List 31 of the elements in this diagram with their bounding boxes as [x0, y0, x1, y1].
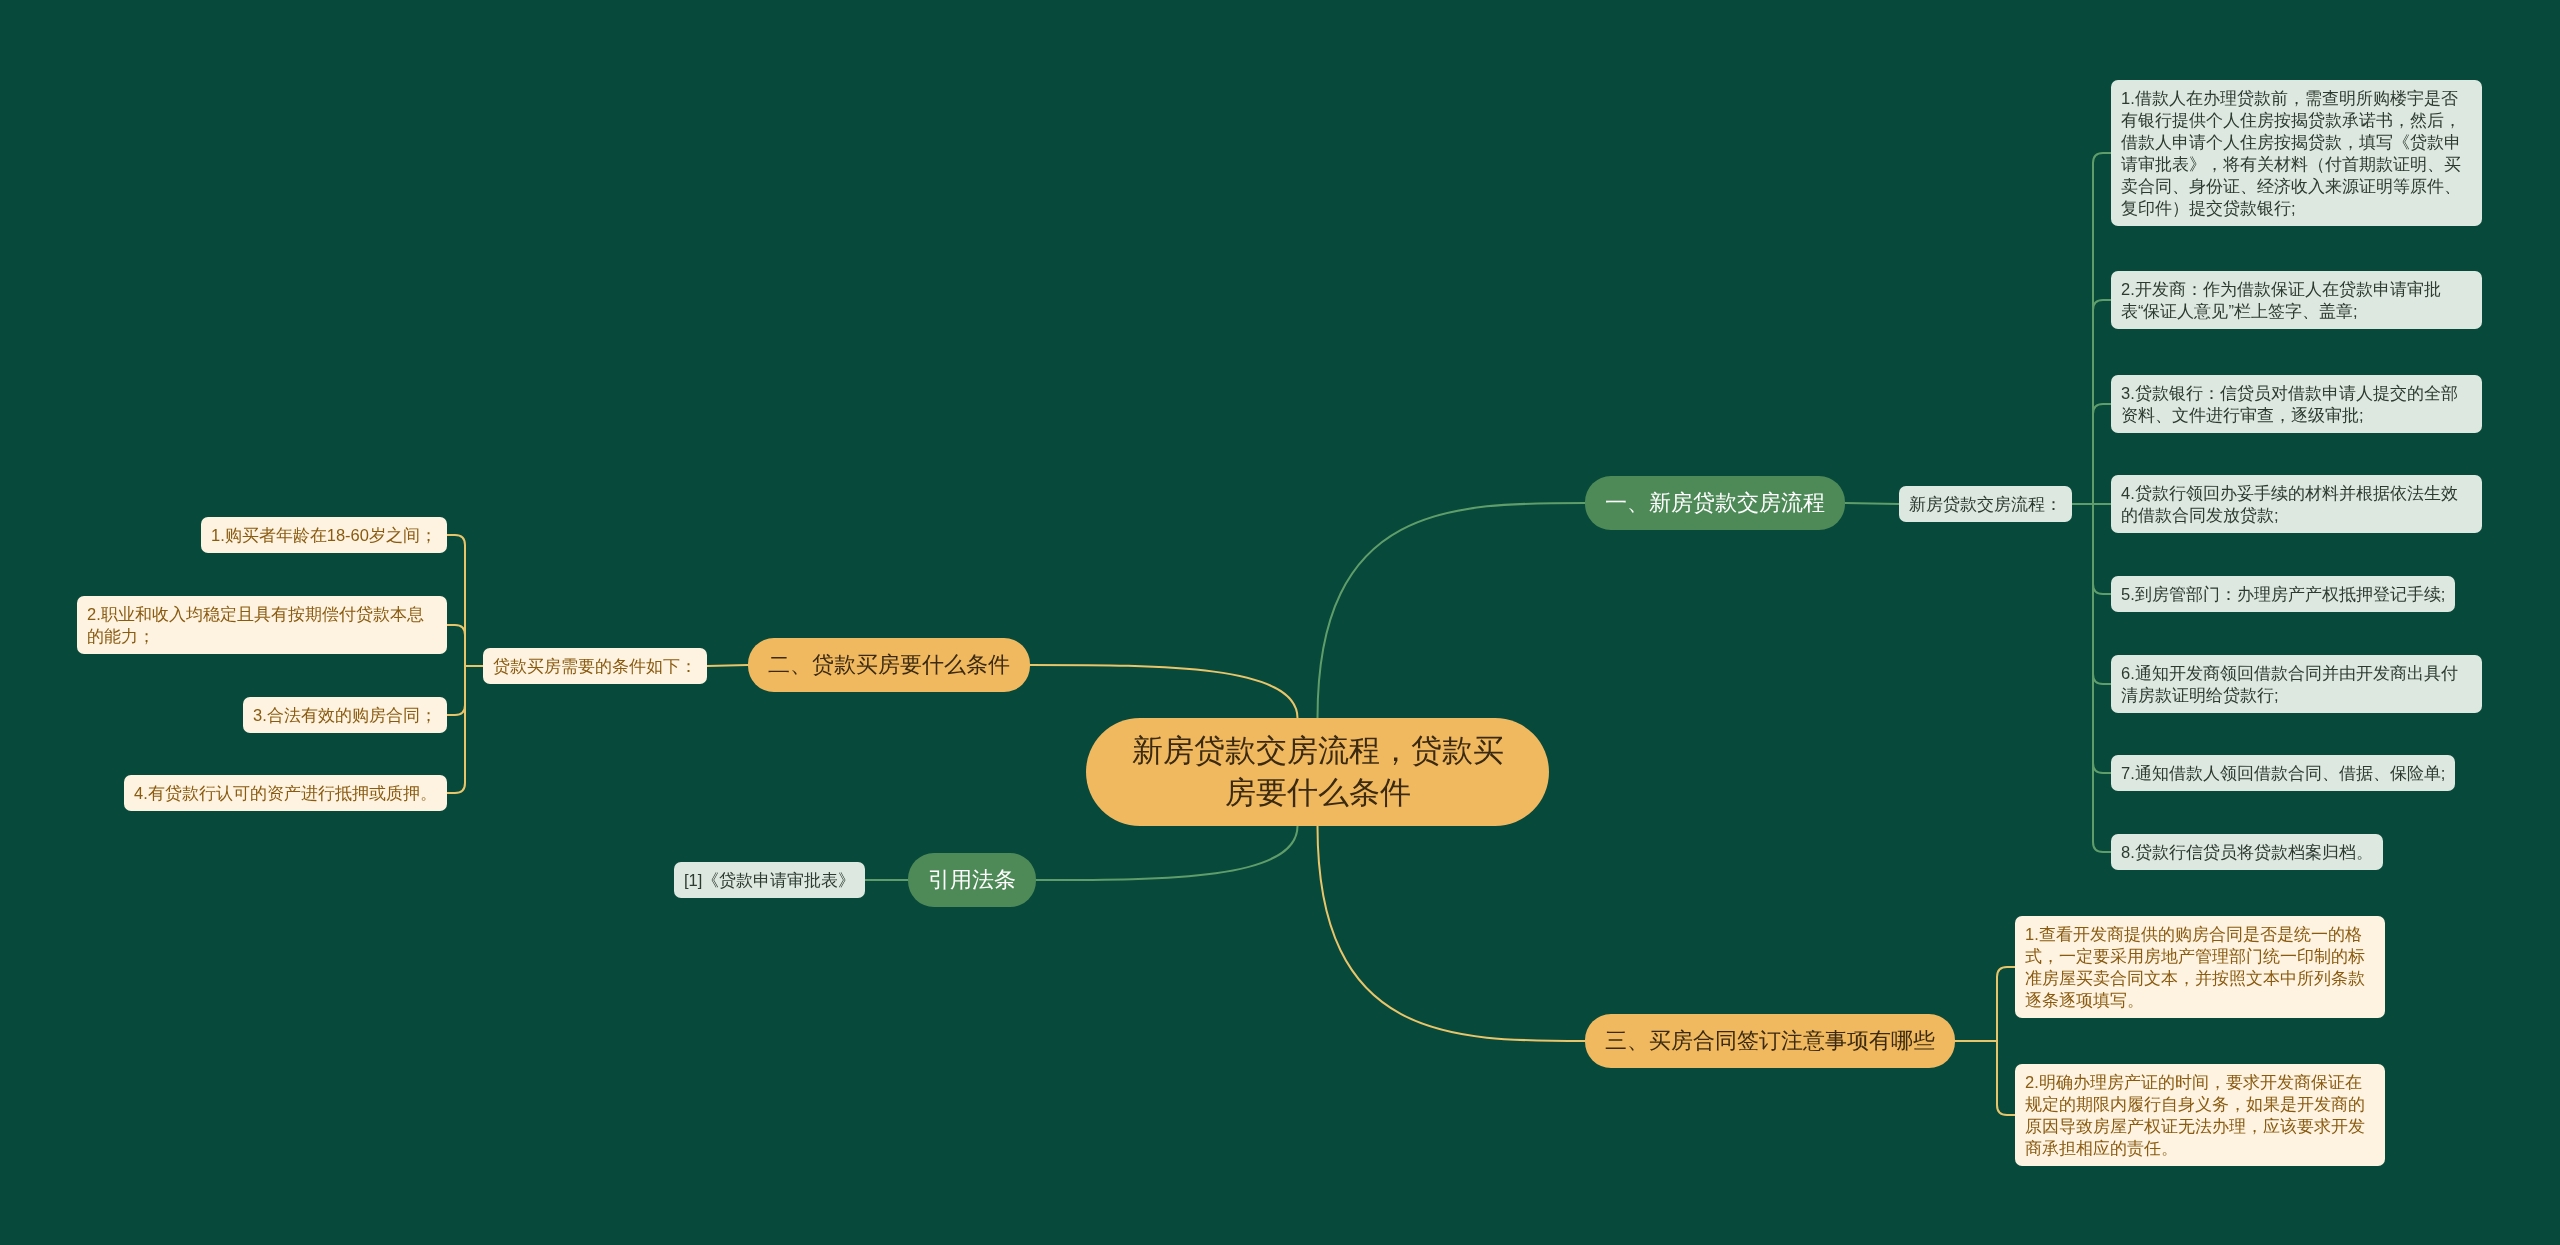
- connector: [1029, 664, 1299, 719]
- note-card: 2.职业和收入均稳定且具有按期偿付贷款本息的能力；: [77, 596, 447, 654]
- note-card: 3.贷款银行：信贷员对借款申请人提交的全部资料、文件进行审查，逐级审批;: [2111, 375, 2482, 433]
- note-card: 1.购买者年龄在18-60岁之间；: [201, 517, 447, 553]
- note-card: 1.查看开发商提供的购房合同是否是统一的格式，一定要采用房地产管理部门统一印制的标准房屋买卖合同文本，并按照文本中所列条款逐条逐项填写。: [2015, 916, 2385, 1018]
- connector: [1035, 825, 1299, 881]
- note-card: 新房贷款交房流程：: [1899, 486, 2072, 522]
- connector: [1954, 1040, 2016, 1116]
- connector: [446, 665, 484, 794]
- note-card: 4.贷款行领回办妥手续的材料并根据依法生效的借款合同发放贷款;: [2111, 475, 2482, 533]
- connector: [706, 664, 749, 667]
- connector: [1316, 502, 1586, 719]
- note-card: 6.通知开发商领回借款合同并由开发商出具付清房款证明给贷款行;: [2111, 655, 2482, 713]
- branch-topic: 三、买房合同签订注意事项有哪些: [1585, 1014, 1955, 1068]
- connector: [864, 879, 909, 881]
- branch-topic: 二、贷款买房要什么条件: [748, 638, 1030, 692]
- note-card: 2.明确办理房产证的时间，要求开发商保证在规定的期限内履行自身义务，如果是开发商的原因导致房屋产权证无法办理，应该要求开发商承担相应的责任。: [2015, 1064, 2385, 1166]
- note-card: [1]《贷款申请审批表》: [674, 862, 866, 898]
- note-card: 5.到房管部门：办理房产产权抵押登记手续;: [2111, 576, 2456, 612]
- branch-topic: 一、新房贷款交房流程: [1585, 476, 1845, 530]
- branch-topic: 引用法条: [908, 853, 1036, 907]
- note-card: 3.合法有效的购房合同；: [243, 697, 447, 733]
- note-card: 贷款买房需要的条件如下：: [483, 648, 707, 684]
- note-card: 2.开发商：作为借款保证人在贷款申请审批表“保证人意见”栏上签字、盖章;: [2111, 271, 2482, 329]
- central-topic: 新房贷款交房流程，贷款买房要什么条件: [1086, 718, 1549, 826]
- note-card: 1.借款人在办理贷款前，需查明所购楼宇是否有银行提供个人住房按揭贷款承诺书，然后，借款人申请个人住房按揭贷款，填写《贷款申请审批表》，将有关材料（付首期款证明、买卖合同、身份证、经济收入来源证明等原件、复印件）提交贷款银行;: [2111, 80, 2482, 226]
- note-card: 8.贷款行信贷员将贷款档案归档。: [2111, 834, 2383, 870]
- note-card: 4.有贷款行认可的资产进行抵押或质押。: [124, 775, 447, 811]
- connector: [1316, 825, 1586, 1042]
- note-card: 7.通知借款人领回借款合同、借据、保险单;: [2111, 755, 2456, 791]
- connector: [1844, 502, 1900, 505]
